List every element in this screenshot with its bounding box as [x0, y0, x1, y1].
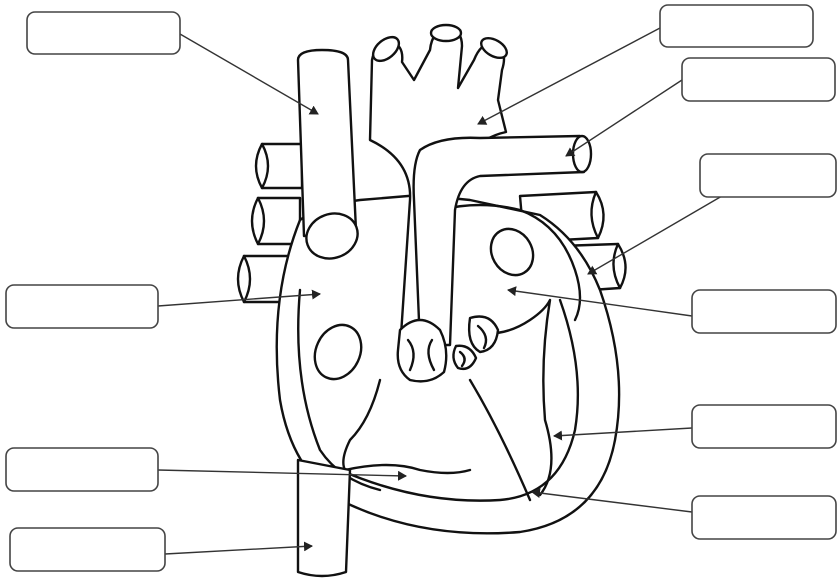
label-box-6[interactable]: [692, 290, 836, 333]
leader-line-10: [165, 546, 312, 554]
label-box-9[interactable]: [692, 496, 836, 539]
label-box-5[interactable]: [6, 285, 158, 328]
label-box-1[interactable]: [27, 12, 180, 54]
inferior-vena-cava: [298, 460, 350, 576]
label-box-7[interactable]: [692, 405, 836, 448]
leader-line-2: [478, 28, 660, 124]
leader-line-3: [566, 80, 682, 156]
label-box-8[interactable]: [6, 448, 158, 491]
heart-illustration: [238, 25, 626, 576]
label-box-10[interactable]: [10, 528, 165, 571]
superior-vena-cava: [298, 50, 356, 236]
leader-line-4: [588, 196, 722, 274]
label-box-3[interactable]: [682, 58, 835, 101]
label-box-2[interactable]: [660, 5, 813, 47]
label-box-4[interactable]: [700, 154, 836, 197]
